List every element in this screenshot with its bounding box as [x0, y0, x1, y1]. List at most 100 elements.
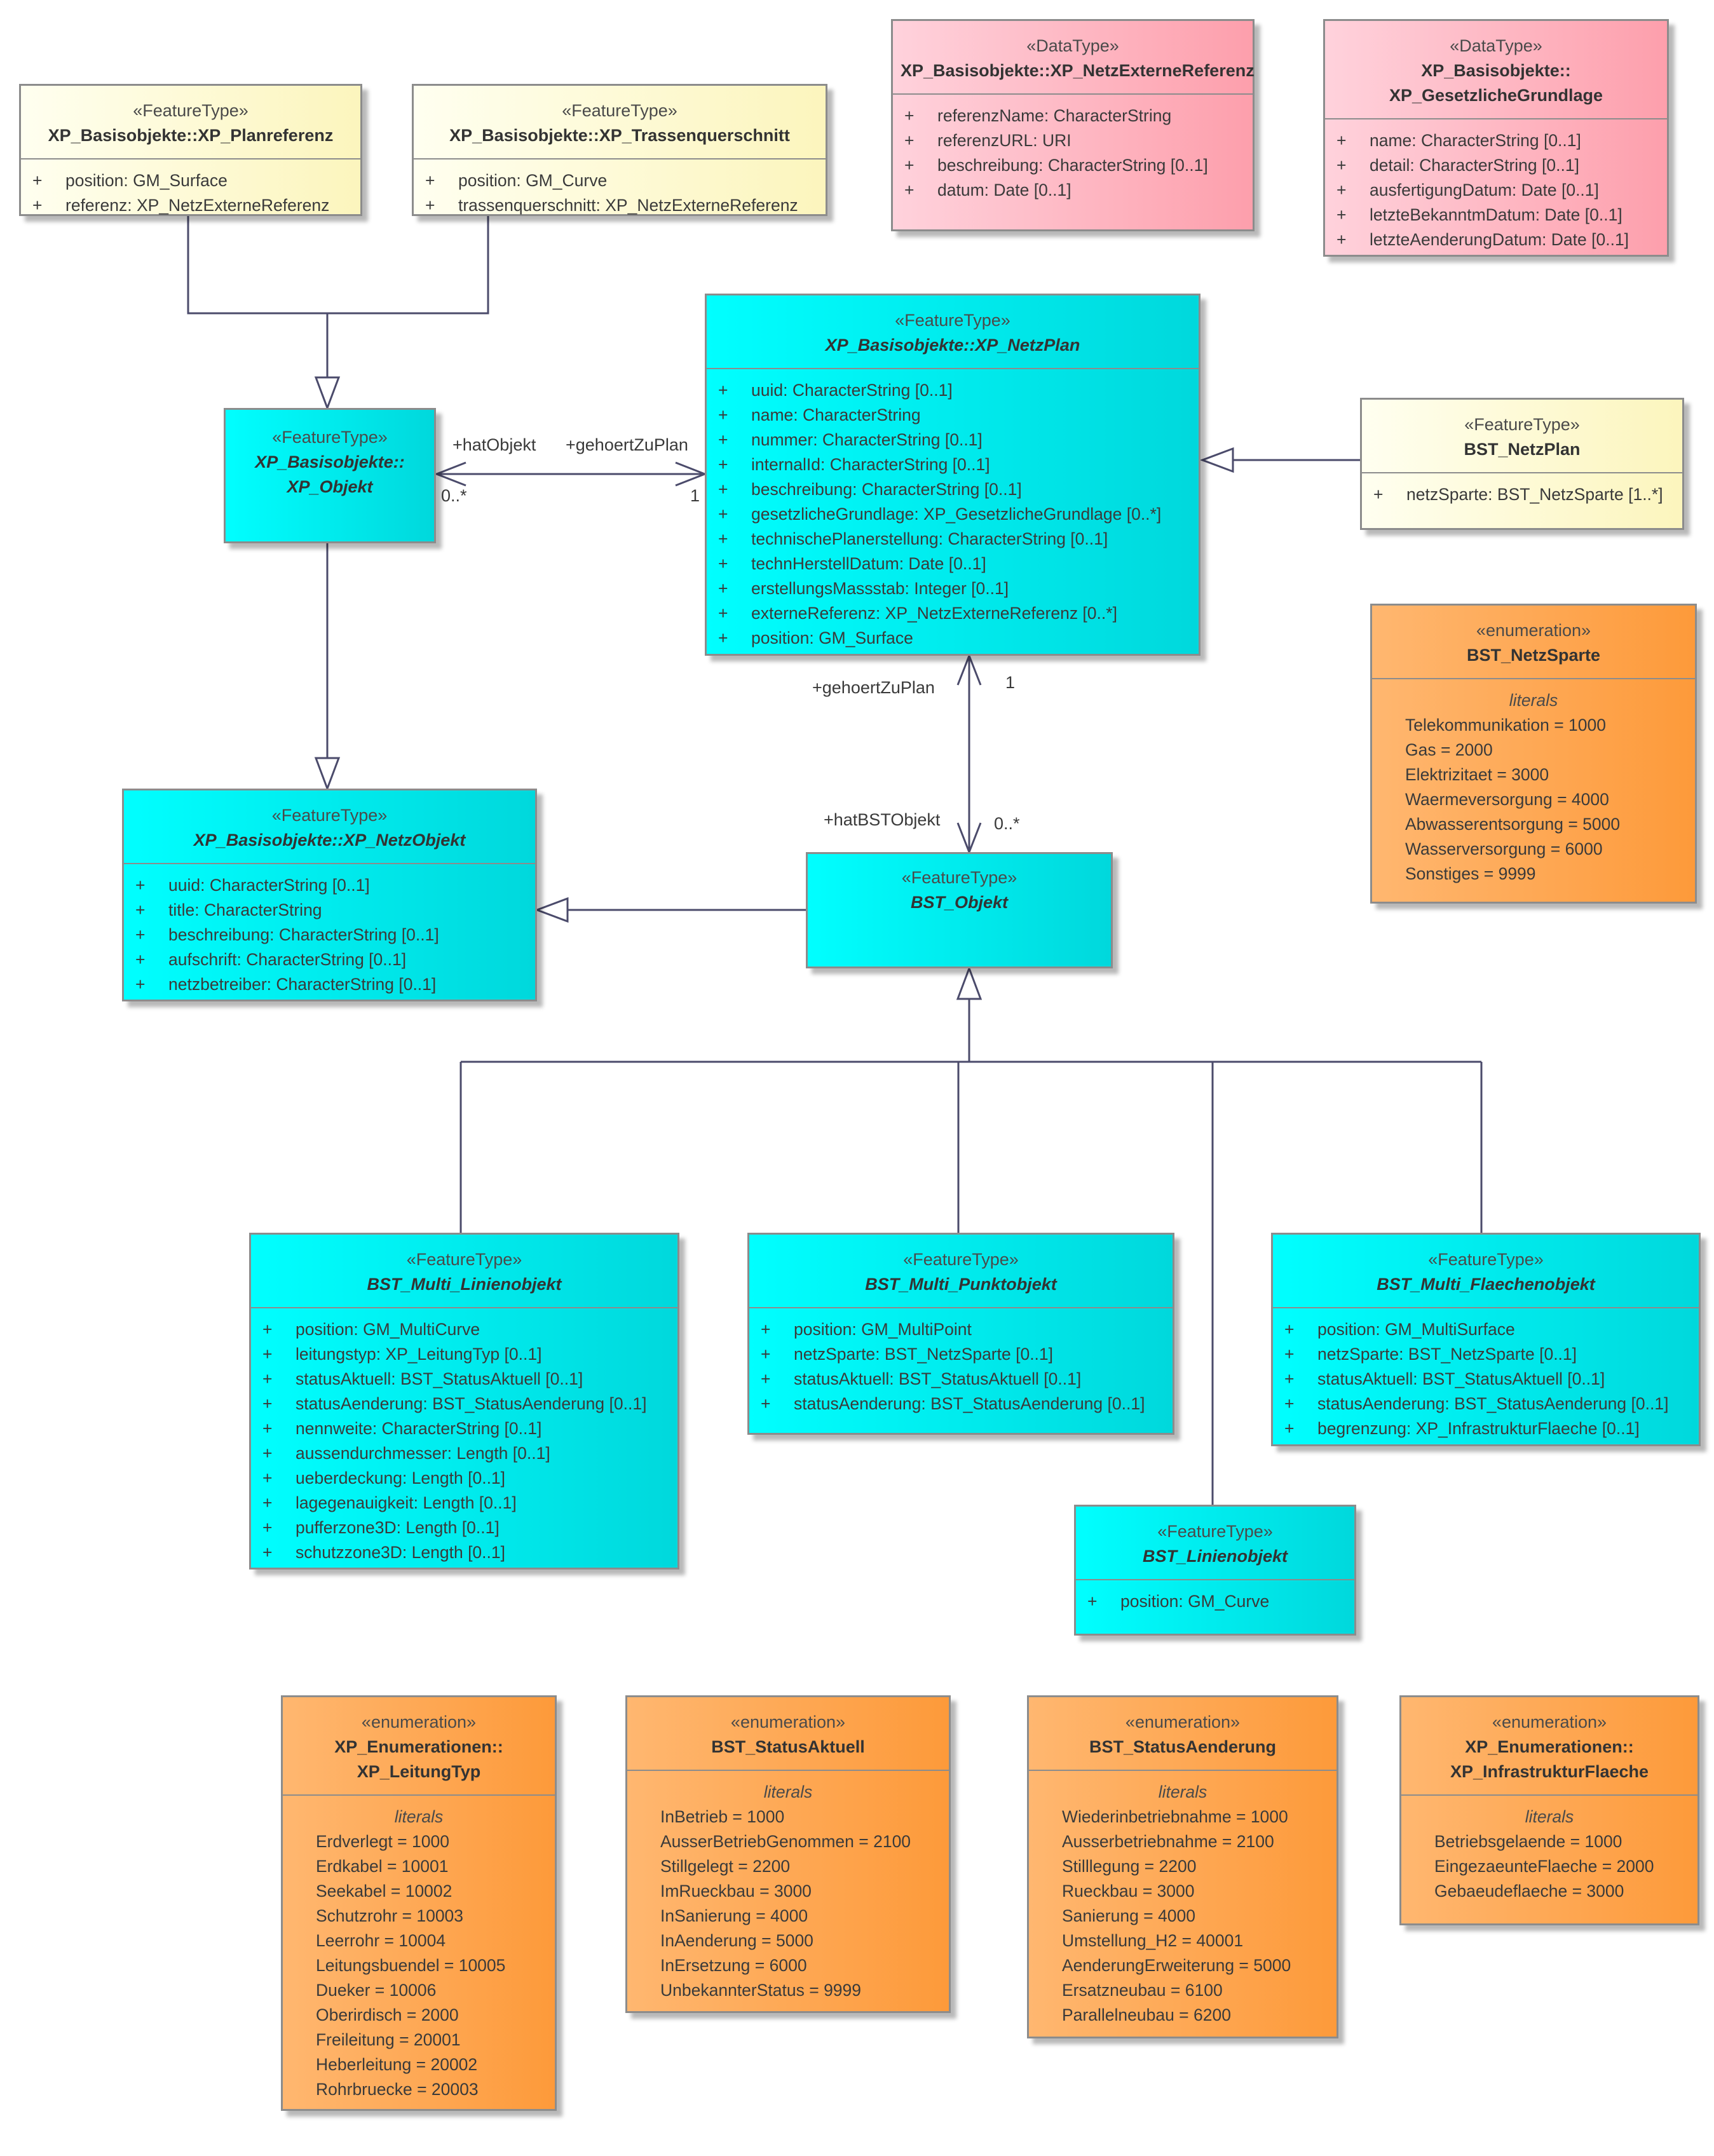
class-name-line1: XP_Basisobjekte:: [255, 452, 405, 471]
attribute-row: +aussendurchmesser: Length [0..1] [262, 1444, 550, 1463]
literal: Elektrizitaet = 3000 [1405, 765, 1549, 784]
literal: Ausserbetriebnahme = 2100 [1062, 1832, 1274, 1851]
literal: Erdverlegt = 1000 [316, 1832, 449, 1851]
attribute-row: +referenz: XP_NetzExterneReferenz [32, 196, 330, 215]
datatype-xp-netzexternereferenz[interactable]: «DataType» XP_Basisobjekte::XP_NetzExter… [891, 19, 1255, 231]
attribute-row: +position: GM_Curve [1087, 1592, 1270, 1611]
class-name: XP_Basisobjekte::XP_NetzObjekt [193, 831, 466, 850]
class-bst-objekt[interactable]: «FeatureType» BST_Objekt [806, 852, 1113, 968]
literal: EingezaeunteFlaeche = 2000 [1434, 1857, 1654, 1876]
stereotype: «FeatureType» [1157, 1522, 1273, 1541]
enum-bst-netzsparte[interactable]: «enumeration» BST_NetzSparte literals Te… [1370, 604, 1697, 904]
literal: AenderungErweiterung = 5000 [1062, 1956, 1291, 1975]
attribute-row: +referenzName: CharacterString [904, 106, 1172, 125]
literal: Freileitung = 20001 [316, 2030, 461, 2049]
attribute-row: +uuid: CharacterString [0..1] [135, 876, 370, 895]
assoc-arrow-left [433, 461, 466, 487]
class-xp-objekt[interactable]: «FeatureType» XP_Basisobjekte:: XP_Objek… [224, 408, 436, 543]
gen-bstnetzplan-arrow [1199, 447, 1234, 473]
assoc-hatbstobjekt-multiplicity: 0..* [994, 814, 1020, 833]
stereotype: «FeatureType» [562, 101, 677, 120]
class-name: BST_StatusAktuell [711, 1737, 865, 1756]
attribute-row: +letzteAenderungDatum: Date [0..1] [1337, 230, 1629, 249]
datatype-xp-gesetzlichegrundlage[interactable]: «DataType» XP_Basisobjekte:: XP_Gesetzli… [1323, 19, 1669, 257]
enum-xp-infrastrukturflaeche[interactable]: «enumeration» XP_Enumerationen:: XP_Infr… [1399, 1695, 1699, 1925]
attribute-row: +detail: CharacterString [0..1] [1337, 156, 1579, 175]
class-xp-netzplan[interactable]: «FeatureType» XP_Basisobjekte::XP_NetzPl… [705, 294, 1200, 656]
attribute-row: +position: GM_MultiPoint [761, 1320, 972, 1339]
literal: Umstellung_H2 = 40001 [1062, 1931, 1244, 1950]
literal: Seekabel = 10002 [316, 1881, 452, 1901]
attribute-row: +statusAktuell: BST_StatusAktuell [0..1] [761, 1369, 1082, 1388]
attribute-row: +name: CharacterString [0..1] [1337, 131, 1581, 150]
class-name-line2: XP_Objekt [287, 477, 373, 496]
class-name: BST_Linienobjekt [1142, 1547, 1288, 1566]
class-bst-netzplan[interactable]: «FeatureType» BST_NetzPlan +netzSparte: … [1360, 398, 1684, 530]
class-bst-linienobjekt[interactable]: «FeatureType» BST_Linienobjekt +position… [1074, 1505, 1356, 1636]
class-name-line2: XP_InfrastrukturFlaeche [1450, 1762, 1649, 1781]
stereotype: «enumeration» [1125, 1712, 1241, 1732]
enum-bst-statusaktuell[interactable]: «enumeration» BST_StatusAktuell literals… [625, 1695, 951, 2013]
attribute-row: +nummer: CharacterString [0..1] [718, 430, 983, 449]
assoc-gehoertzuplan-multiplicity-mid: 1 [1005, 673, 1016, 692]
literal: UnbekannterStatus = 9999 [660, 1981, 862, 2000]
attribute-row: +begrenzung: XP_InfrastrukturFlaeche [0.… [1284, 1419, 1640, 1438]
attribute-row: +beschreibung: CharacterString [0..1] [718, 480, 1022, 499]
stereotype: «FeatureType» [903, 1250, 1019, 1269]
attribute-row: +aufschrift: CharacterString [0..1] [135, 950, 407, 969]
class-name: XP_Basisobjekte::XP_Trassenquerschnitt [449, 126, 790, 145]
literals-title: literals [763, 1782, 813, 1801]
attribute-row: +position: GM_MultiSurface [1284, 1320, 1515, 1339]
attribute-row: +externeReferenz: XP_NetzExterneReferenz… [718, 604, 1117, 623]
class-name-line2: XP_GesetzlicheGrundlage [1389, 86, 1603, 105]
assoc-hatobjekt-multiplicity: 0..* [441, 486, 467, 505]
stereotype: «FeatureType» [133, 101, 248, 120]
attribute-row: +beschreibung: CharacterString [0..1] [135, 925, 439, 944]
class-xp-trassenquerschnitt[interactable]: «FeatureType» XP_Basisobjekte::XP_Trasse… [412, 84, 827, 216]
attribute-row: +technischePlanerstellung: CharacterStri… [718, 529, 1108, 548]
literals-title: literals [394, 1807, 444, 1826]
class-name-line2: XP_LeitungTyp [357, 1762, 481, 1781]
literal: Gebaeudeflaeche = 3000 [1434, 1881, 1624, 1901]
literal: Gas = 2000 [1405, 740, 1493, 759]
class-name: BST_Multi_Linienobjekt [367, 1275, 562, 1294]
literal: Abwasserentsorgung = 5000 [1405, 815, 1621, 834]
attribute-row: +beschreibung: CharacterString [0..1] [904, 156, 1208, 175]
attribute-row: +ausfertigungDatum: Date [0..1] [1337, 180, 1599, 200]
stereotype: «FeatureType» [901, 868, 1017, 887]
class-name-line1: XP_Basisobjekte:: [1421, 61, 1571, 80]
attribute-row: +position: GM_MultiCurve [262, 1320, 480, 1339]
stereotype: «FeatureType» [895, 311, 1010, 330]
enum-bst-statusaenderung[interactable]: «enumeration» BST_StatusAenderung litera… [1027, 1695, 1338, 2038]
literal: Dueker = 10006 [316, 1981, 437, 2000]
class-bst-multi-flaechenobjekt[interactable]: «FeatureType» BST_Multi_Flaechenobjekt +… [1271, 1233, 1701, 1446]
literal: Rueckbau = 3000 [1062, 1881, 1195, 1901]
class-bst-multi-linienobjekt[interactable]: «FeatureType» BST_Multi_Linienobjekt +po… [249, 1233, 679, 1570]
gen-bstobjekt-arrow [534, 897, 569, 923]
literal: Parallelneubau = 6200 [1062, 2005, 1231, 2024]
enum-xp-leitungtyp[interactable]: «enumeration» XP_Enumerationen:: XP_Leit… [281, 1695, 557, 2111]
class-bst-multi-punktobjekt[interactable]: «FeatureType» BST_Multi_Punktobjekt +pos… [747, 1233, 1174, 1435]
gen-planreferenz-line [187, 216, 327, 315]
assoc-gehoertzuplan-role-top: +gehoertZuPlan [566, 435, 688, 454]
gen-xpobjekt-arrow [314, 376, 341, 411]
stereotype: «enumeration» [361, 1712, 477, 1732]
class-name: XP_Basisobjekte::XP_NetzExterneReferenz [901, 61, 1255, 80]
class-name: BST_NetzSparte [1466, 646, 1601, 665]
class-name: XP_Basisobjekte::XP_Planreferenz [48, 126, 334, 145]
assoc-gehoertzuplan-role-mid: +gehoertZuPlan [812, 678, 935, 697]
stereotype: «FeatureType» [1428, 1250, 1544, 1269]
attribute-row: +position: GM_Curve [425, 171, 608, 190]
class-name: BST_Multi_Punktobjekt [865, 1275, 1057, 1294]
class-xp-netzobjekt[interactable]: «FeatureType» XP_Basisobjekte::XP_NetzOb… [122, 789, 537, 1001]
attribute-row: +netzSparte: BST_NetzSparte [1..*] [1373, 485, 1663, 504]
attribute-row: +referenzURL: URI [904, 131, 1071, 150]
literal: Leerrohr = 10004 [316, 1931, 446, 1950]
gen-bstobjekt-sub-arrow [956, 965, 983, 1000]
class-xp-planreferenz[interactable]: «FeatureType» XP_Basisobjekte::XP_Planre… [19, 84, 362, 216]
class-name-line1: XP_Enumerationen:: [1465, 1737, 1634, 1756]
attribute-row: +ueberdeckung: Length [0..1] [262, 1468, 506, 1488]
attribute-row: +pufferzone3D: Length [0..1] [262, 1518, 500, 1537]
attribute-row: +schutzzone3D: Length [0..1] [262, 1543, 505, 1562]
